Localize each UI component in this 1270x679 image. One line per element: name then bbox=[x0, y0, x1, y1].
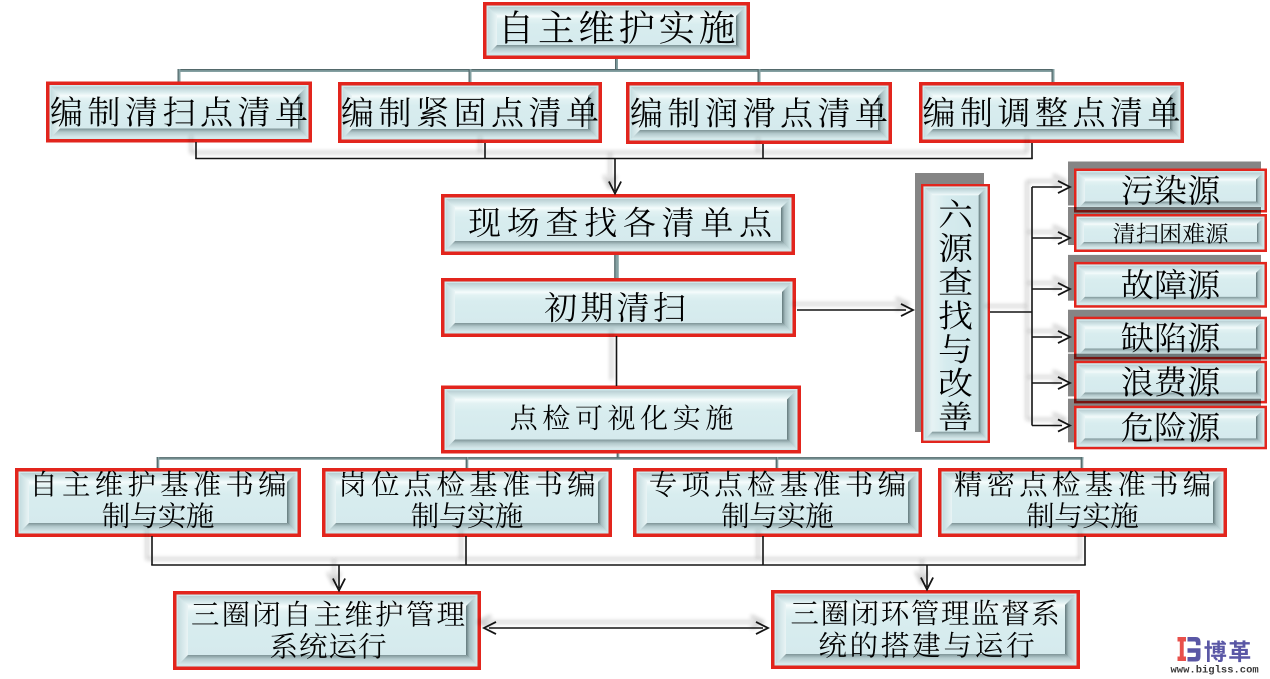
svg-text:www.biglss.com: www.biglss.com bbox=[1171, 665, 1259, 677]
